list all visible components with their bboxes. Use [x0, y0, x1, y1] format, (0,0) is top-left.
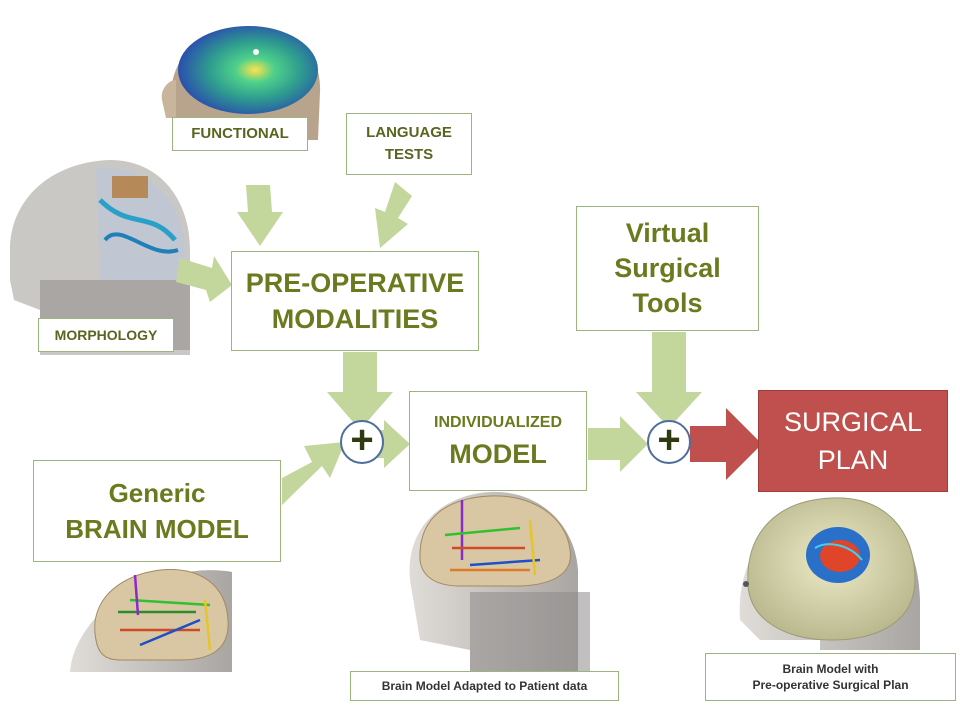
surgical-head-image: [739, 497, 920, 650]
surgical-line2: PLAN: [817, 445, 889, 475]
plus-right-symbol: +: [657, 418, 681, 462]
plus-left-symbol: +: [350, 418, 374, 462]
virtual-line3: Tools: [632, 288, 703, 318]
morphology-label: MORPHOLOGY: [54, 327, 158, 343]
functional-label: FUNCTIONAL: [191, 125, 289, 142]
functional-label-box: FUNCTIONAL: [172, 117, 308, 151]
individualized-line2: MODEL: [449, 439, 547, 469]
virtual-line2: Surgical: [614, 253, 721, 283]
adapted-caption: Brain Model Adapted to Patient data: [350, 671, 619, 701]
preop-line1: PRE-OPERATIVE: [245, 268, 465, 298]
individualized-model-box: INDIVIDUALIZED MODEL: [409, 391, 587, 491]
final-caption-line2: Pre-operative Surgical Plan: [752, 678, 909, 692]
language-label-line2: TESTS: [384, 146, 434, 163]
functional-head-image: [161, 26, 321, 140]
virtual-surgical-tools-box: Virtual Surgical Tools: [576, 206, 759, 331]
arrows: [176, 182, 702, 505]
language-label-line1: LANGUAGE: [366, 124, 452, 141]
generic-brain-model-box: Generic BRAIN MODEL: [33, 460, 281, 562]
red-arrow: [690, 408, 762, 480]
plus-operator-left: +: [340, 420, 384, 464]
surgical-plan-box: SURGICAL PLAN: [758, 390, 948, 492]
plus-operator-right: +: [647, 420, 691, 464]
language-tests-box: LANGUAGE TESTS: [346, 113, 472, 175]
generic-line2: BRAIN MODEL: [65, 514, 249, 544]
surgical-line1: SURGICAL: [783, 407, 923, 437]
morphology-label-box: MORPHOLOGY: [38, 318, 174, 352]
preop-line2: MODALITIES: [271, 304, 439, 334]
adapted-caption-text: Brain Model Adapted to Patient data: [381, 679, 588, 693]
individualized-head-image: [409, 491, 590, 676]
generic-brain-image: [70, 568, 232, 672]
final-caption: Brain Model with Pre-operative Surgical …: [705, 653, 956, 701]
virtual-line1: Virtual: [625, 218, 710, 248]
preoperative-modalities-box: PRE-OPERATIVE MODALITIES: [231, 251, 479, 351]
generic-line1: Generic: [108, 478, 206, 508]
final-caption-line1: Brain Model with: [782, 662, 879, 676]
individualized-line1: INDIVIDUALIZED: [434, 414, 562, 431]
